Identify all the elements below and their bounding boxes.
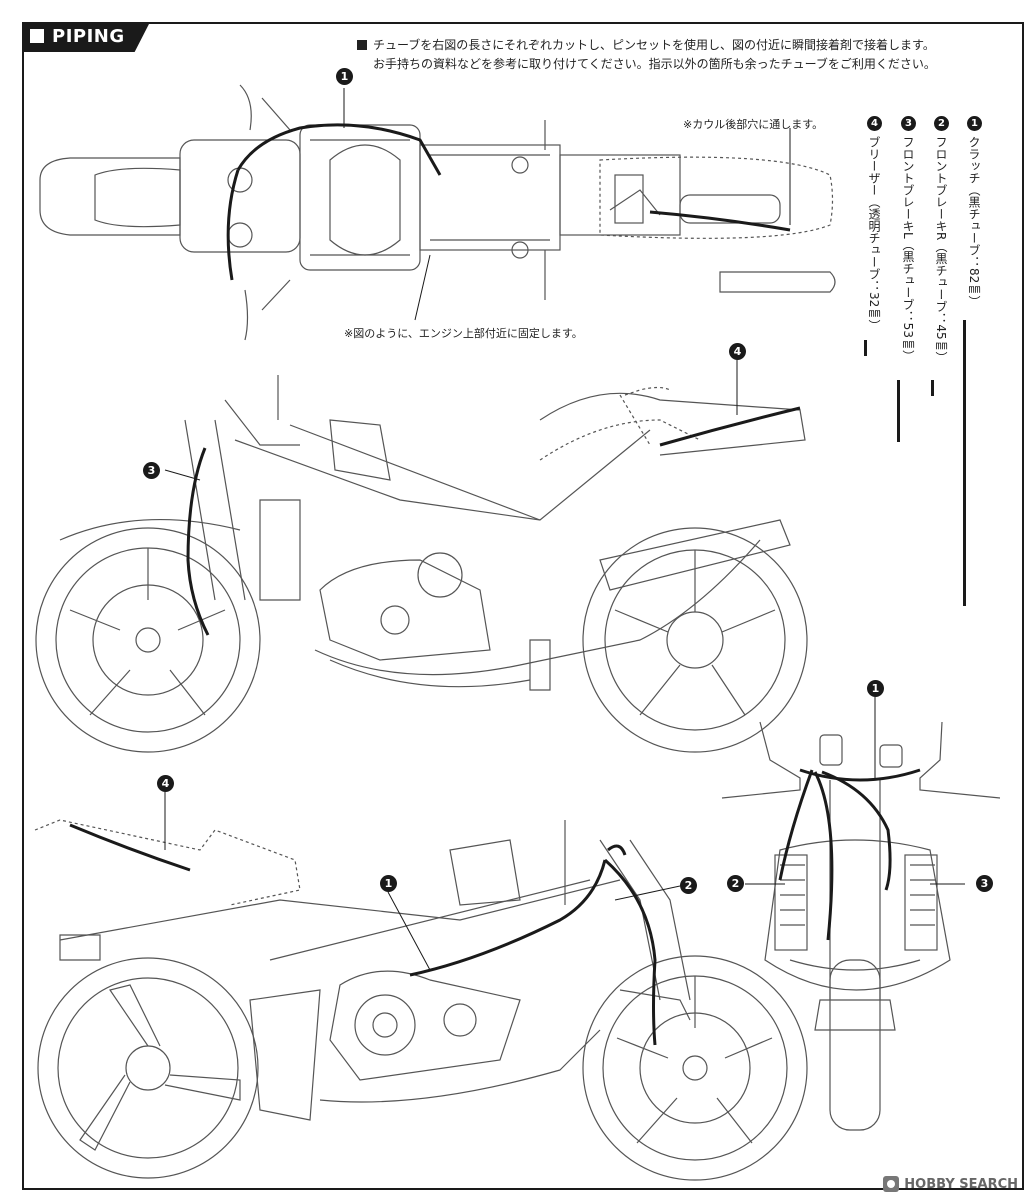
- instruction-text-1: チューブを右図の長さにそれぞれカットし、ピンセットを使用し、図の付近に瞬間接着剤…: [373, 38, 935, 52]
- legend-label-2: フロントブレーキR（黒チューブ：45㎜）: [934, 136, 948, 364]
- legend-length-bar-3: [897, 380, 900, 442]
- callout-left-side-3: 3: [143, 462, 160, 479]
- callout-top-view-4: 4: [729, 343, 746, 360]
- instruction-line: お手持ちの資料などを参考に取り付けてください。指示以外の箇所も余ったチューブをご…: [357, 55, 1007, 74]
- note-cowl: ※カウル後部穴に通します。: [683, 118, 824, 131]
- legend-number-2: 2: [934, 116, 949, 131]
- legend-length-bar-2: [931, 380, 934, 396]
- watermark-text: HOBBY SEARCH: [904, 1176, 1018, 1192]
- legend-item-2: 2 フロントブレーキR（黒チューブ：45㎜）: [933, 116, 950, 364]
- left-side-view-tubes: [186, 406, 801, 636]
- top-view-tubes: [226, 123, 791, 281]
- diagram-frame: [22, 22, 1024, 1190]
- hobby-search-logo-icon: [883, 1176, 900, 1192]
- header-square-icon: [30, 29, 44, 43]
- leader-lines: [164, 88, 965, 971]
- front-view-tubes: [778, 768, 921, 941]
- legend-label-1: クラッチ（黒チューブ：82㎜）: [967, 136, 981, 308]
- legend-length-bar-1: [963, 320, 966, 606]
- legend-number-4: 4: [867, 116, 882, 131]
- callout-front-view-3: 3: [976, 875, 993, 892]
- front-view-drawing: [721, 721, 1001, 1131]
- watermark: HOBBY SEARCH: [883, 1176, 1018, 1192]
- note-engine: ※図のように、エンジン上部付近に固定します。: [344, 327, 583, 340]
- legend-number-3: 3: [901, 116, 916, 131]
- page-title: PIPING: [52, 26, 125, 47]
- left-side-view-drawing: [35, 375, 808, 753]
- legend-item-4: 4 ブリーザー（透明チューブ：32㎜）: [866, 116, 883, 331]
- callout-right-side-4: 4: [157, 775, 174, 792]
- legend-item-1: 1 クラッチ（黒チューブ：82㎜）: [966, 116, 983, 307]
- legend-number-1: 1: [967, 116, 982, 131]
- callout-top-view-1: 1: [336, 68, 353, 85]
- callout-right-side-2: 2: [680, 877, 697, 894]
- legend-label-3: フロントブレーキL（黒チューブ：53㎜）: [901, 136, 915, 362]
- callout-front-view-1: 1: [867, 680, 884, 697]
- legend-length-bar-4: [864, 340, 867, 356]
- top-view-drawing: [39, 84, 836, 341]
- instruction-line: チューブを右図の長さにそれぞれカットし、ピンセットを使用し、図の付近に瞬間接着剤…: [357, 36, 1007, 55]
- callout-front-view-2: 2: [727, 875, 744, 892]
- square-bullet-icon: [357, 40, 367, 50]
- instructions: チューブを右図の長さにそれぞれカットし、ピンセットを使用し、図の付近に瞬間接着剤…: [357, 36, 1007, 74]
- instruction-text-2: お手持ちの資料などを参考に取り付けてください。指示以外の箇所も余ったチューブをご…: [373, 57, 936, 71]
- legend-label-4: ブリーザー（透明チューブ：32㎜）: [867, 136, 881, 332]
- right-side-view-drawing: [34, 819, 808, 1181]
- legend-item-3: 3 フロントブレーキL（黒チューブ：53㎜）: [900, 116, 917, 362]
- callout-right-side-1: 1: [380, 875, 397, 892]
- right-side-view-tubes: [69, 823, 657, 1046]
